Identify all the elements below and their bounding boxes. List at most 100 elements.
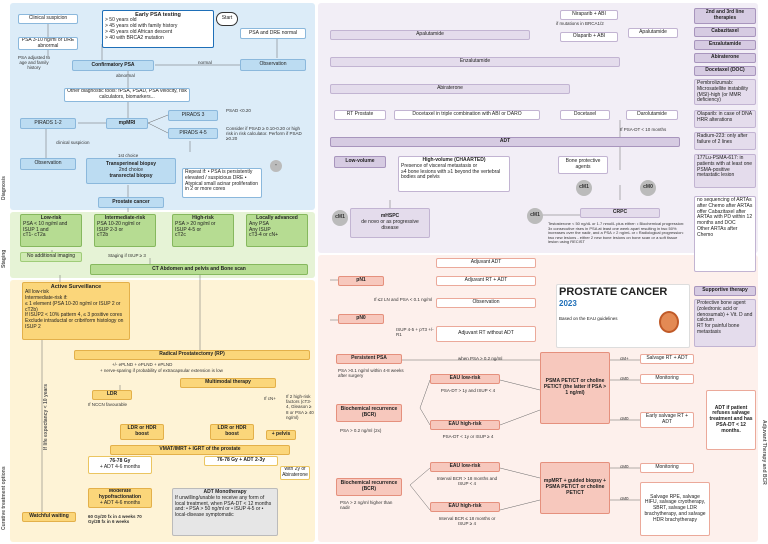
biopsy-title: Transperineal biopsy: [105, 161, 157, 168]
repeat-note: Repeat if: • PSA is persistently elevate…: [182, 168, 262, 198]
ct-bone-scan: CT Abdomen and pelvis and Bone scan: [90, 264, 308, 275]
observation-top: Observation: [240, 59, 306, 71]
as-item: If ISUP2 < 10% pattern 4, ≤ 3 positive c…: [25, 312, 123, 319]
psma-pet: PSMA PET/CT or choline PET/CT (the latte…: [540, 352, 610, 424]
other-tools: Other diagnostic tools: fPSA, PSAD, PSA …: [64, 88, 190, 102]
early-psa-title: Early PSA testing: [135, 12, 181, 18]
observation-adj: Observation: [436, 298, 536, 308]
persistent-note: when PSA > 0.2 ng/ml: [458, 356, 503, 361]
loc-adv-item: Any PSA: [249, 220, 270, 227]
rp-nerve: + nerve-sparing if probability of extrac…: [100, 368, 223, 373]
low-risk-box: Low-risk PSA < 10 ng/ml and ISUP 1 and c…: [20, 214, 82, 247]
adt-mono-text: If unwilling/unable to receive any form …: [175, 494, 272, 518]
isup-note: ISUP 4-5 + pT3 +/- R1: [396, 327, 434, 338]
high-risk-item: ISUP 4-5 or: [175, 226, 202, 233]
no-seq-item: offer Cabazitaxel after ARTAs with PD wi…: [697, 208, 753, 226]
enzalutamide-2: Enzalutamide: [694, 40, 756, 50]
low-risk-item: cT1- cT2a: [23, 232, 46, 239]
int-risk-item: cT2b: [97, 232, 109, 239]
salvage-list: Salvage RPE, salvage HIFU, salvage cryot…: [640, 482, 710, 536]
cm1-left: cM1: [332, 210, 348, 226]
niraparib: Niraparib + ABI: [560, 10, 618, 20]
title-card: PROSTATE CANCER 2023 Based on the EAU gu…: [556, 284, 690, 348]
apalutamide-bar: Apalutamide: [330, 30, 530, 40]
psa-adjusted-note: PSA adjusted to age and family history: [17, 55, 51, 71]
hv-item: ≥4 bone lesions with ≥1 beyond the verte…: [401, 168, 501, 181]
ldr-hdr-2: LDR or HDR boost: [210, 424, 254, 440]
mpmri: mpMRI: [106, 118, 148, 129]
high-risk-item: cT2c: [175, 232, 186, 239]
apalutamide-right: Apalutamide: [628, 28, 678, 38]
high-risk-title: High-risk: [192, 215, 214, 221]
monitoring-1: Monitoring: [640, 374, 694, 384]
adjuvant-rt: Adjuvant RT without ADT: [436, 326, 536, 342]
supp-item: RT for painful bone metastasis: [697, 323, 740, 335]
psad-note: PSAD <0.20: [226, 108, 251, 113]
adt-patient: ADT if patient refuses salvage treatment…: [706, 390, 756, 450]
pn1-note: If ≤2 LN and PSA < 0.1 ng/ml: [374, 297, 433, 302]
no-seq-item: after Chemo after ARTAs: [697, 202, 753, 209]
eau-low-1-text: PSA-DT > 1y and ISUP < 4: [440, 388, 496, 393]
negative-node: -: [270, 160, 282, 172]
mod-doses: 60 Gy/20 fx in 4 weeks 70 Gy/28 fx in 6 …: [88, 514, 142, 525]
adt-bar: ADT: [330, 137, 680, 147]
bcr2: Biochemical recurrence (BCR): [336, 478, 402, 496]
abiraterone-bar: Abiraterone: [330, 84, 570, 94]
dose1-adt: + ADT 4-6 months: [99, 464, 141, 470]
early-psa-box: Early PSA testing > 50 years old > 45 ye…: [102, 10, 214, 48]
pirads3: PIRADS 3: [168, 110, 218, 121]
low-volume: Low-volume: [334, 156, 386, 168]
crpc: CRPC: [580, 208, 660, 218]
pn1: pN1: [338, 276, 384, 286]
loc-adv-box: Locally advanced Any PSA Any ISUP cT3-4 …: [246, 214, 308, 247]
adjuvant-rt-adt: Adjuvant RT + ADT: [436, 276, 536, 286]
cn-plus: If cN+: [264, 396, 276, 401]
second-choice: 2nd choice: [118, 167, 144, 174]
early-item: > 45 years old African descent: [105, 28, 173, 35]
supportive: Supportive therapy: [694, 286, 756, 296]
ebrt-note: If 2 high-risk factors (cT3-4, Gleason ≥…: [286, 394, 314, 420]
staging-if: Staging if ISUP ≥ 3: [108, 253, 146, 258]
int-risk-item: PSA 10-20 ng/ml or: [97, 220, 141, 227]
active-surveillance: Active Surveillance All low-risk Interme…: [22, 282, 130, 340]
adjuvant-adt: Adjuvant ADT: [436, 258, 536, 268]
crpc-text: Testosterone < 50 ng/dL or 1.7 nmol/L pl…: [548, 221, 685, 245]
bone-agents: Bone protective agents: [558, 156, 608, 174]
rp-ePLND: +/- ePLND + ePLND + ePLND: [112, 362, 173, 367]
psa-text: PSA >0.1 ng/ml within 4-8 weeks after su…: [338, 368, 404, 379]
adt-mono-title: ADT Monotherapy: [203, 489, 247, 495]
psadt-note: If PSA-DT < 10 months: [620, 127, 667, 132]
as-item: Exclude intraductal or cribriform histol…: [25, 318, 124, 330]
abiraterone-2: Abiraterone: [694, 53, 756, 63]
psa-abnormal: PSA 3-10 ng/ml or DRE abnormal: [18, 37, 78, 50]
transrectal: transrectal biopsy: [109, 172, 153, 179]
no-seq: no sequencing of ARTAs after Chemo after…: [694, 196, 756, 272]
based-on: Based on the EAU guidelines: [559, 315, 618, 321]
lutetium: 177Lu-PSMA-617: in patients with at leas…: [694, 154, 756, 188]
eau-high-1: EAU high-risk: [430, 420, 500, 430]
cm0-4: cM0: [620, 496, 629, 501]
no-seq-item: no sequencing of ARTAs: [697, 197, 752, 203]
int-risk-title: Intermediate-risk: [104, 215, 146, 221]
clinical-suspicion: Clinical suspicion: [18, 14, 78, 24]
high-risk-box: High-risk PSA > 20 ng/ml or ISUP 4-5 or …: [172, 214, 234, 247]
pelvis: + pelvis: [266, 430, 296, 440]
dose1-value: 76-78 Gy: [109, 458, 131, 465]
high-volume: High-volume (CHAARTED) Presence of visce…: [398, 156, 510, 192]
as-item: All low-risk: [25, 289, 49, 296]
rt-prostate: RT Prostate: [334, 110, 386, 120]
eau-high-2: EAU high-risk: [430, 502, 500, 512]
radical-prostatectomy: Radical Prostatectomy (RP): [74, 350, 310, 360]
loc-adv-item: cT3-4 or cN+: [249, 232, 279, 239]
mpmrt: mpMRT + guided biopsy + PSMA PET/CT or c…: [540, 462, 610, 514]
darolutamide: Darolutamide: [626, 110, 678, 120]
docetaxel-right: Docetaxel: [560, 110, 610, 120]
low-risk-item: ISUP 1 and: [23, 226, 49, 233]
pn0: pN0: [338, 314, 384, 324]
lines-title: 2nd and 3rd line therapies: [694, 8, 756, 24]
early-salvage: Early salvage RT + ADT: [640, 412, 694, 428]
normal-label: normal: [198, 60, 212, 65]
life-expectancy: If life expectancy < 10 years: [43, 383, 49, 450]
supportive-list: Protective bone agent (zoledronic acid o…: [694, 299, 756, 347]
with-2y: with 2y of Abiraterone: [280, 466, 310, 480]
